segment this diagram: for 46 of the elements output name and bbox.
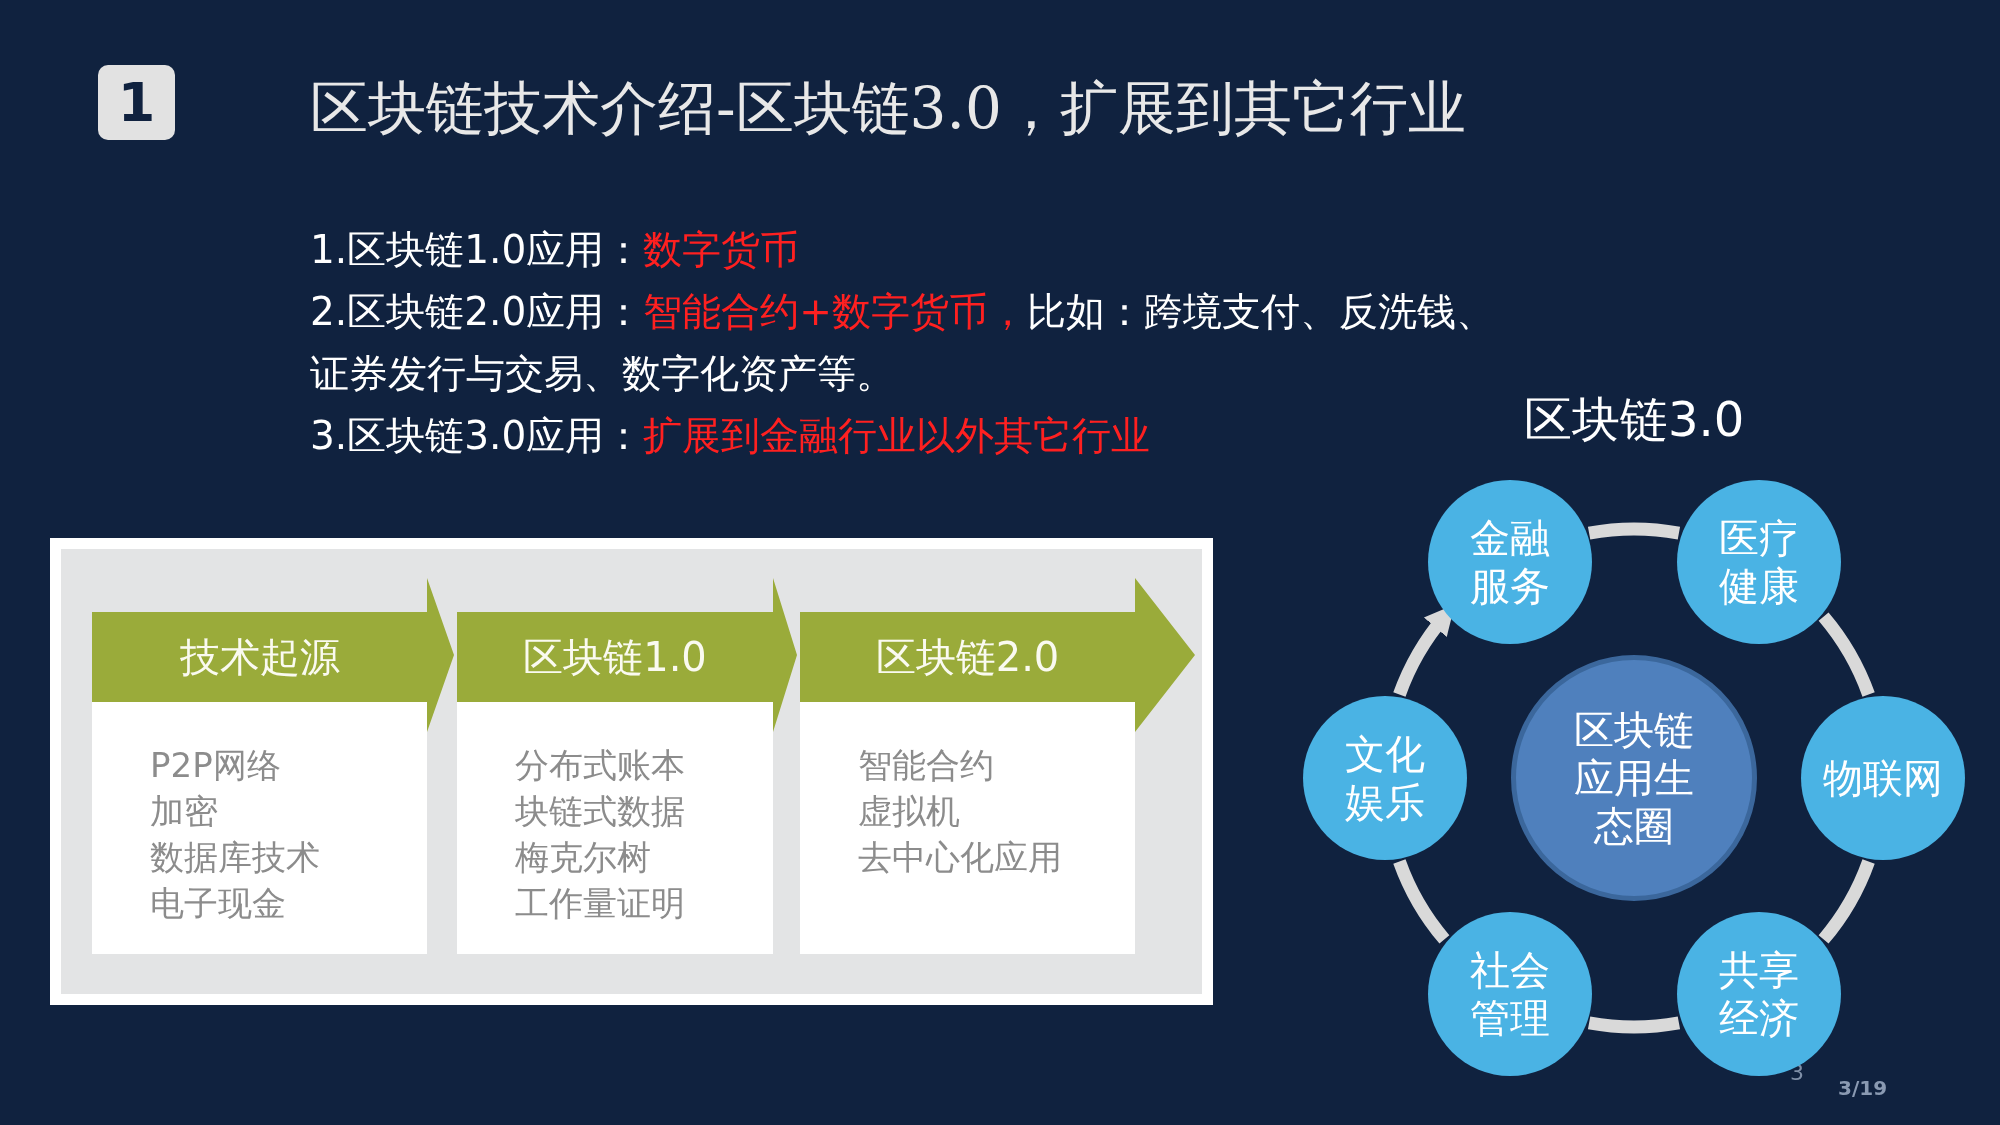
stage-item: 电子现金 [150,882,286,925]
circle-label: 医疗健康 [1717,514,1800,611]
circle-label: 社会管理 [1468,945,1551,1042]
stage-banner [92,578,454,732]
ring-connector [1393,859,1450,944]
bullet-text: 2.区块链2.0应用： [310,288,644,336]
circle-label: 文化娱乐 [1344,730,1426,826]
page-counter: 3/19 [1838,1076,1888,1100]
stage-item: P2P网络 [150,744,281,787]
stage-item: 块链式数据 [515,790,685,833]
stage-item: 梅克尔树 [515,836,651,879]
stage-item: 虚拟机 [858,790,960,833]
section-heading: 区块链3.0 [1524,390,1745,449]
bullet-text: 1.区块链1.0应用： [310,226,644,274]
stage-banner [457,578,797,732]
bullet-text: 智能合约+数字货币， [643,288,1027,336]
slide-title: 区块链技术介绍-区块链3.0，扩展到其它行业 [310,73,1466,144]
bullet-text: 比如：跨境支付、反洗钱、 [1026,288,1495,336]
stage-title: 技术起源 [178,632,341,682]
stage-item: 智能合约 [858,744,994,787]
bullet-text: 扩展到金融行业以外其它行业 [643,412,1151,460]
stage-card [92,702,427,954]
stage-item: 加密 [150,790,218,833]
stage-card [800,702,1135,954]
stage-item: 去中心化应用 [858,836,1062,879]
stage-item: 工作量证明 [515,882,685,925]
ring-connector [1818,612,1875,697]
number-badge [98,65,175,140]
stage-card [457,702,773,954]
circle-label: 金融服务 [1468,514,1551,611]
stage-banner [800,578,1195,732]
bullet-text: 证券发行与交易、数字化资产等。 [310,350,895,398]
stage-title: 区块链1.0 [522,632,708,682]
ring-connector [1818,859,1875,944]
ring-connector [1588,1016,1680,1034]
bullet-text: 数字货币 [643,226,800,274]
circle-label: 物联网 [1822,754,1944,802]
badge-number: 1 [117,75,156,130]
stage-item: 数据库技术 [150,836,320,879]
timeline-panel [50,538,1213,1005]
circle-label: 共享经济 [1717,945,1800,1042]
stage-title: 区块链2.0 [874,632,1061,682]
bullet-text: 3.区块链3.0应用： [310,412,644,460]
circle-label: 区块链应用生态圈 [1573,706,1695,850]
stage-item: 分布式账本 [515,744,685,787]
ring-connector [1588,522,1680,540]
